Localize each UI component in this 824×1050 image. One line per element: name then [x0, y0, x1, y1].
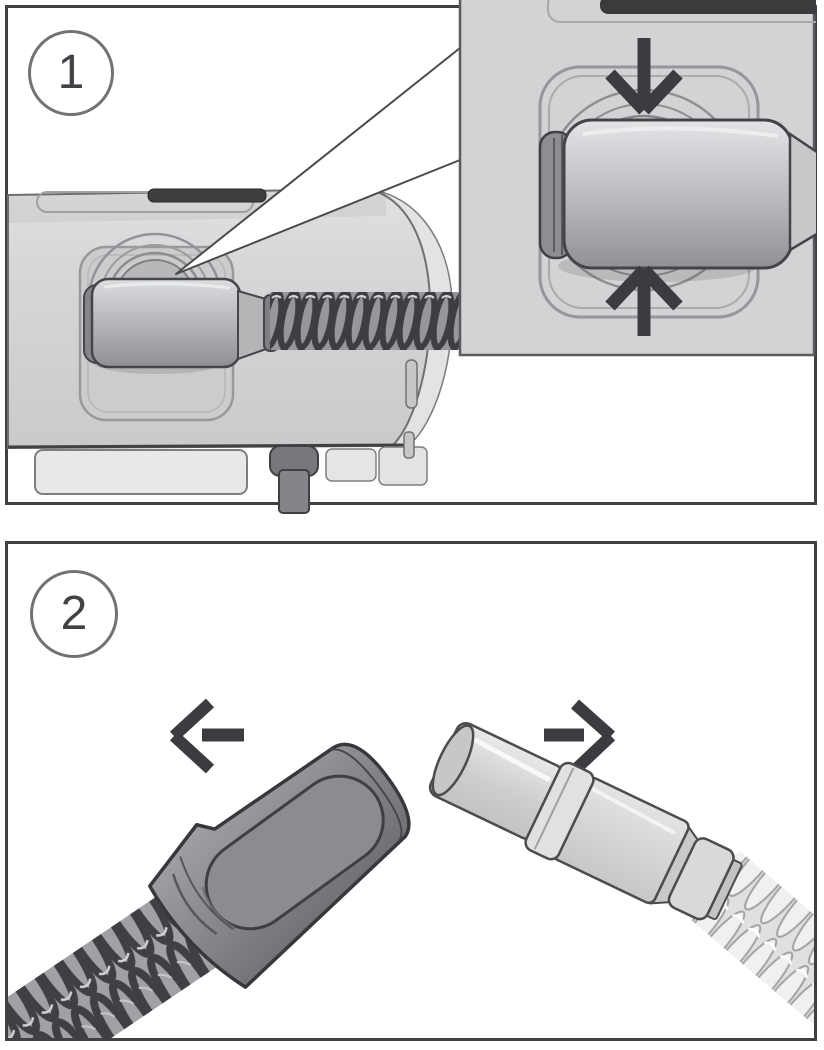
step-2-badge: 2	[30, 570, 118, 658]
connector-collar-ring	[524, 761, 595, 861]
tubing-cuff	[83, 277, 279, 369]
arrow-right-icon	[544, 699, 616, 775]
arrow-up-icon	[605, 265, 683, 336]
device-illustration	[7, 47, 462, 514]
step-1-number: 1	[57, 46, 85, 99]
step-2-number: 2	[60, 587, 88, 640]
arrow-left-icon	[169, 698, 244, 774]
connector-end-ring	[667, 837, 735, 921]
handle-slot	[147, 188, 267, 203]
tubing-cuff-magnified	[538, 118, 816, 270]
step-1-illustration	[7, 0, 816, 514]
device-base	[7, 359, 428, 514]
air-tubing	[270, 292, 462, 350]
light-air-tubing	[684, 850, 814, 1038]
arrow-down-icon	[605, 38, 683, 115]
dark-air-tubing	[8, 877, 237, 1038]
connector-opening	[431, 724, 475, 797]
power-cable	[278, 469, 310, 514]
step-2-panel: 2	[5, 541, 817, 1041]
handle-slot-magnified	[600, 0, 816, 14]
dark-tubing-cuff	[148, 742, 411, 989]
inset-detail	[458, 0, 816, 357]
step-1-badge: 1	[28, 30, 114, 116]
step-1-panel: 1	[5, 0, 817, 514]
side-latch	[405, 359, 418, 409]
light-connector	[428, 721, 814, 1038]
step-2-illustration	[8, 698, 814, 1038]
